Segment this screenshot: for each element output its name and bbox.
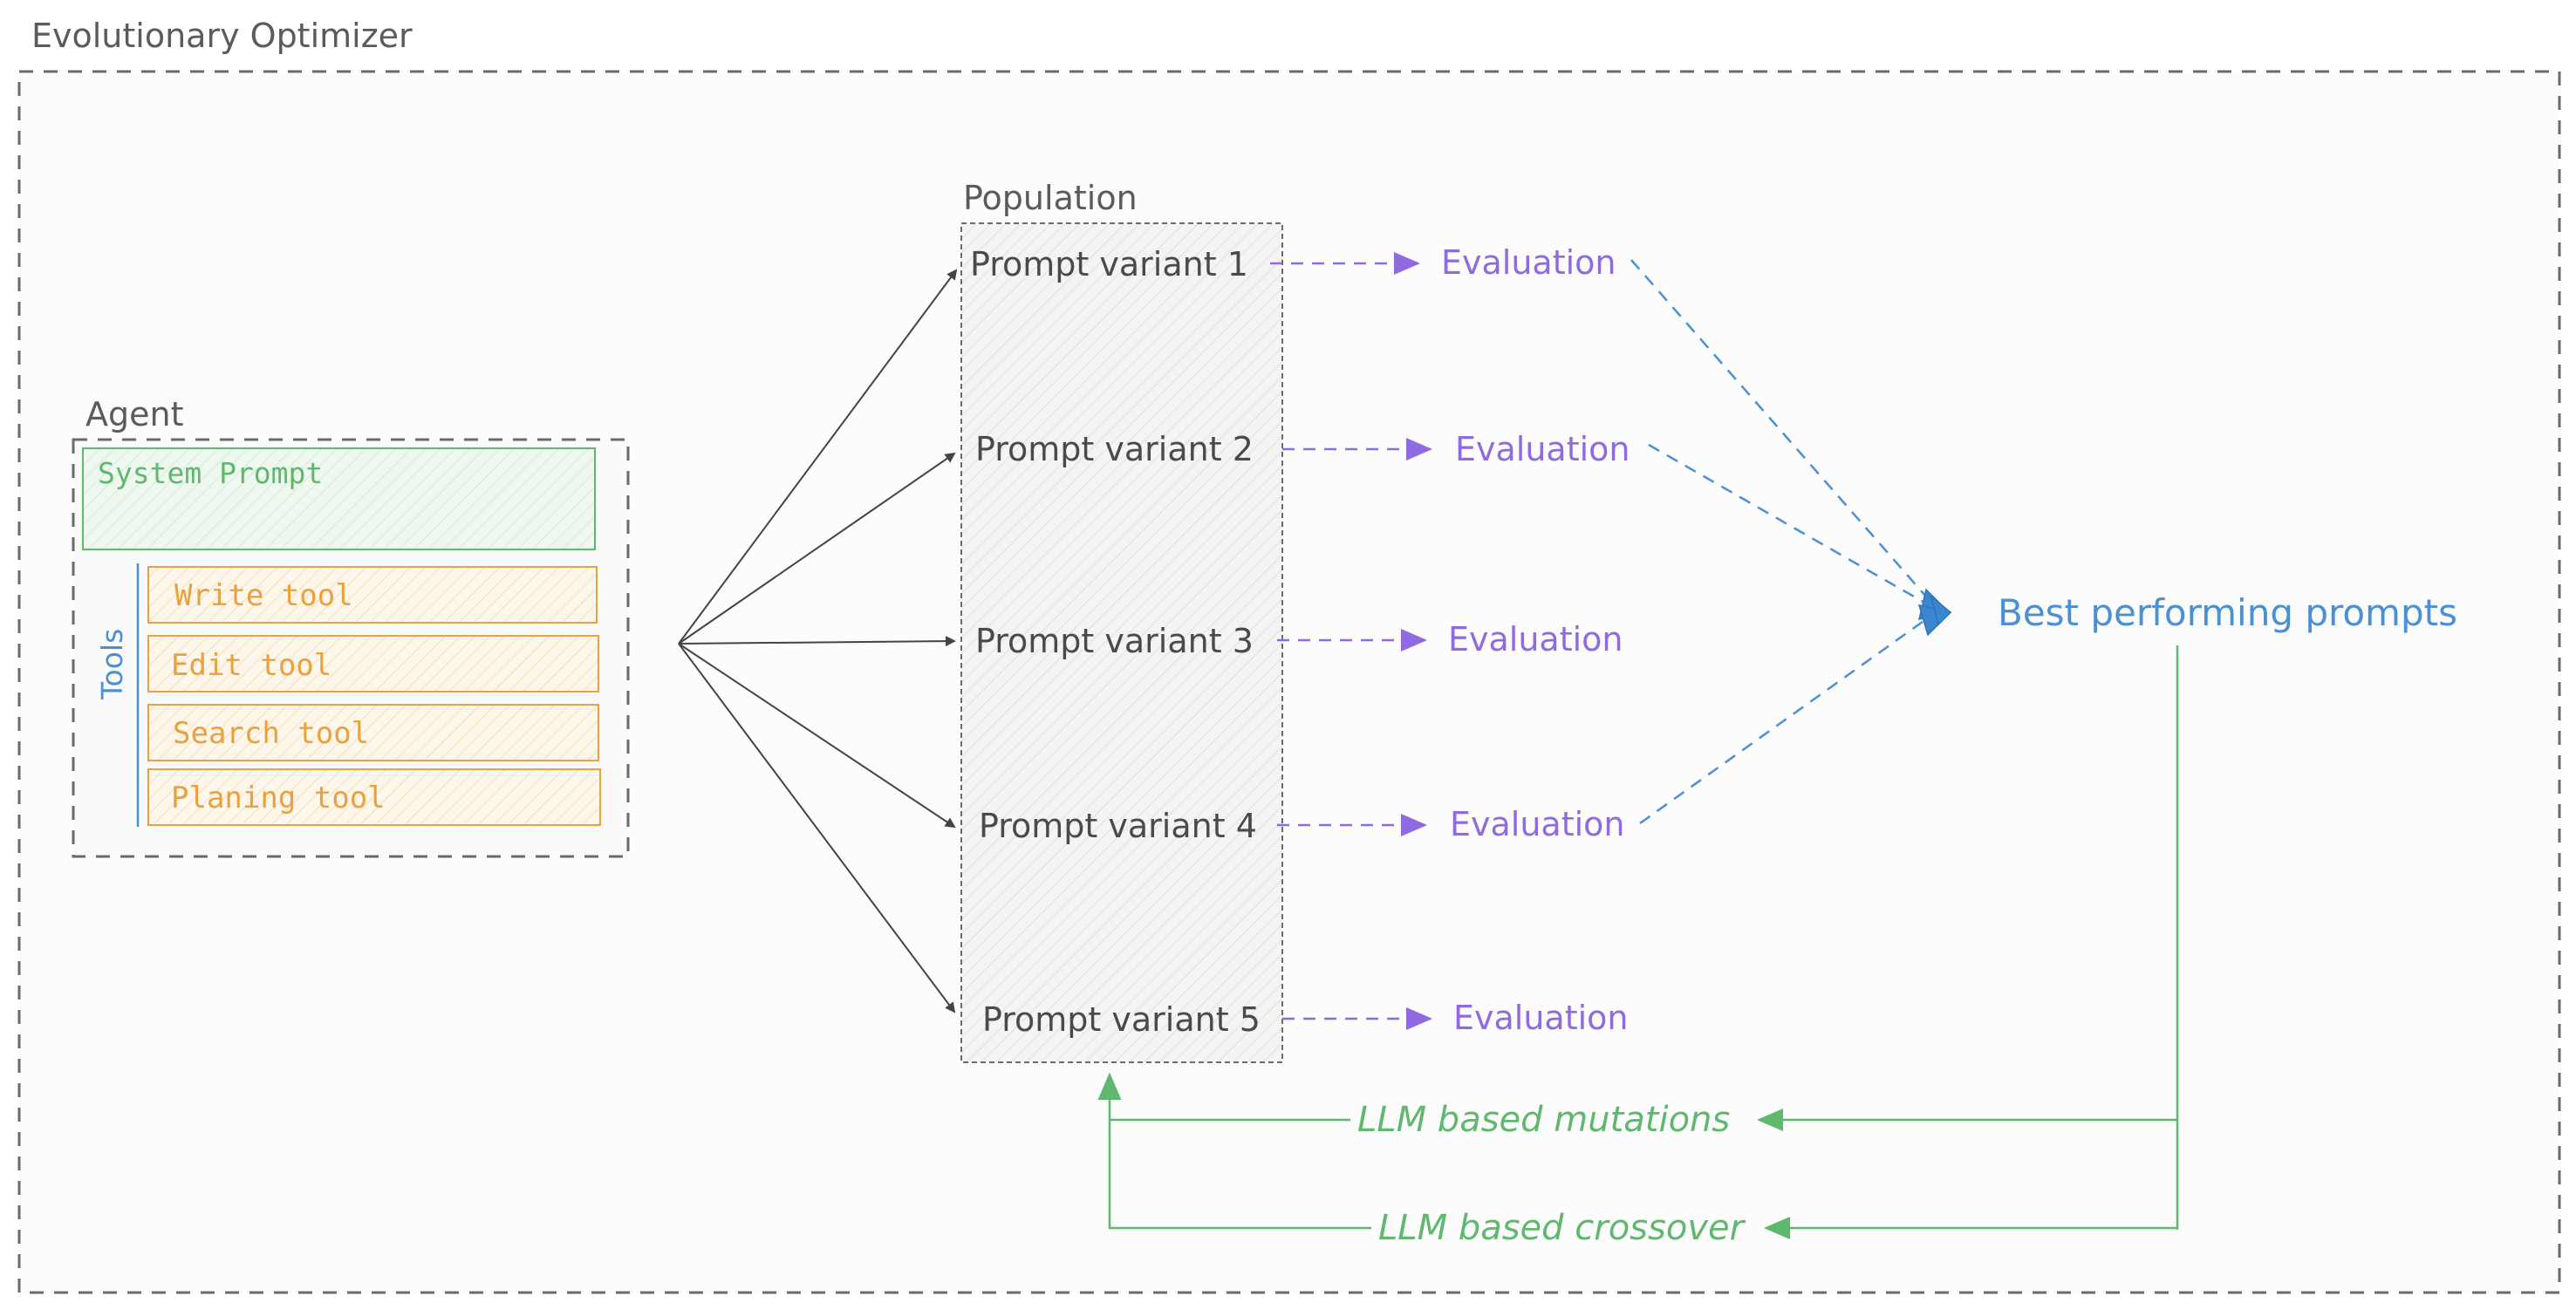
fan-out-arrows [678, 269, 958, 1013]
prompt-variant-3: Prompt variant 3 [975, 622, 1254, 660]
arrow-to-variant-4 [678, 643, 956, 829]
evaluation-arrows [1270, 252, 1432, 1030]
tool-box-edit [147, 635, 599, 693]
prompt-variant-1: Prompt variant 1 [970, 245, 1248, 283]
population-title: Population [963, 179, 1138, 217]
population-box [960, 222, 1283, 1063]
evaluation-5: Evaluation [1453, 999, 1629, 1037]
tools-label: Tools [95, 628, 129, 699]
feedback-loops [1108, 645, 2179, 1239]
selection-line-2 [1648, 443, 1939, 612]
tool-box-write [147, 566, 598, 624]
best-selection-lines [1630, 259, 1939, 825]
tool-write: Write tool [174, 578, 353, 613]
arrow-to-variant-2 [678, 452, 956, 645]
llm-crossover-label: LLM based crossover [1378, 1208, 1745, 1248]
crossover-return-line [1108, 1075, 1371, 1230]
tool-box-search [147, 704, 599, 761]
agent-title: Agent [85, 395, 184, 433]
prompt-variant-4: Prompt variant 4 [979, 807, 1257, 845]
arrow-to-variant-1 [678, 269, 958, 645]
selection-line-1 [1630, 259, 1939, 611]
system-prompt-label: System Prompt [98, 456, 324, 490]
tool-planing: Planing tool [171, 781, 386, 815]
system-prompt-box [82, 447, 596, 550]
tool-edit: Edit tool [171, 648, 332, 683]
evaluation-3: Evaluation [1448, 620, 1623, 658]
tool-search: Search tool [173, 716, 370, 751]
population-return-arrowhead [1097, 1072, 1122, 1100]
arrow-to-variant-5 [678, 643, 956, 1013]
prompt-variant-2: Prompt variant 2 [975, 430, 1254, 468]
best-arrowhead-cluster [1917, 588, 1952, 637]
llm-mutations-label: LLM based mutations [1357, 1100, 1731, 1140]
prompt-variant-5: Prompt variant 5 [982, 1000, 1261, 1039]
optimizer-title: Evolutionary Optimizer [31, 17, 413, 55]
tool-box-planing [147, 768, 601, 826]
best-performing-prompts: Best performing prompts [1998, 591, 2457, 634]
evaluation-4: Evaluation [1450, 805, 1625, 843]
evaluation-2: Evaluation [1455, 430, 1630, 468]
arrow-to-variant-3 [678, 636, 956, 647]
evaluation-1: Evaluation [1441, 243, 1616, 282]
